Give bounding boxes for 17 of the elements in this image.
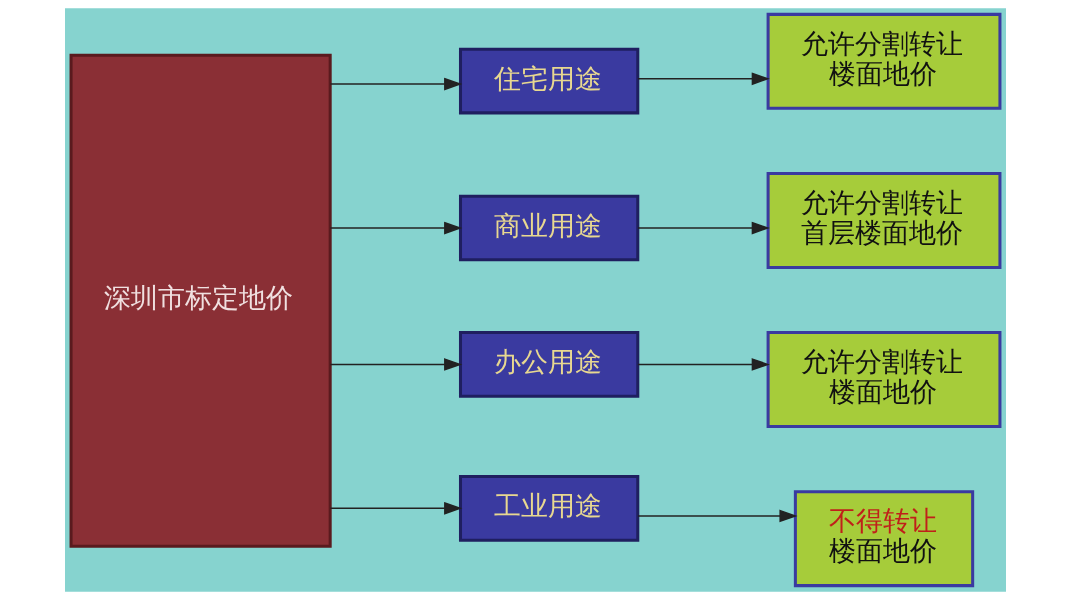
node-box: 不得转让 楼面地价 xyxy=(793,490,974,588)
arrow xyxy=(636,509,798,523)
node-box: 办公用途 xyxy=(458,331,639,398)
node-box: 商业用途 xyxy=(458,194,639,262)
node-box: 允许分割转让 楼面地价 xyxy=(766,331,1001,429)
arrow xyxy=(329,358,462,371)
node-box: 工业用途 xyxy=(458,475,639,542)
node-box: 允许分割转让 楼面地价 xyxy=(766,12,1001,110)
node-box: 深圳市标定地价 xyxy=(69,53,332,548)
arrow xyxy=(636,358,770,371)
arrow xyxy=(329,501,462,515)
node-box: 允许分割转让 首层楼面地价 xyxy=(766,171,1001,269)
arrow xyxy=(329,221,462,235)
arrow xyxy=(636,72,770,86)
arrow xyxy=(636,221,770,235)
node-box: 住宅用途 xyxy=(458,47,639,115)
arrow xyxy=(329,77,462,91)
